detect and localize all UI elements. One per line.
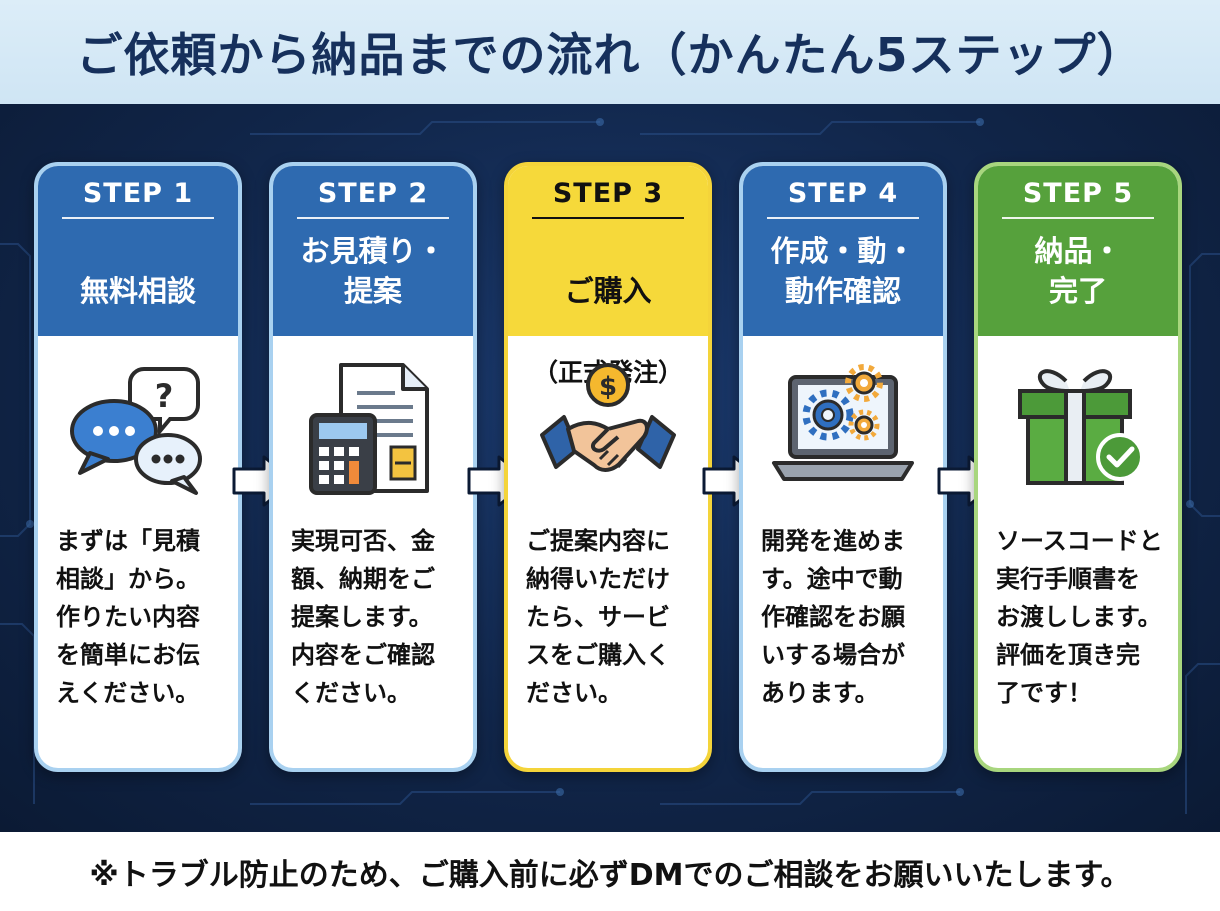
step-title: 納品・ 完了 (1034, 234, 1122, 308)
step-card-3: STEP 3 ご購入 （正式発注） $ ご提案内容に 納得いただけ たら、サービ… (504, 162, 712, 772)
calculator-document-icon (309, 363, 429, 495)
step-header: STEP 4 作成・動・ 動作確認 (743, 166, 943, 336)
step-icon-area: $ (508, 336, 708, 522)
circuit-background (0, 118, 1220, 814)
step-description: 開発を進めま す。途中で動 作確認をお願 いする場合が あります。 (761, 527, 905, 707)
step-label: STEP 2 (297, 178, 449, 219)
gift-box-check-icon (1018, 369, 1144, 485)
step-title: 作成・動・ 動作確認 (770, 234, 916, 308)
step-card-2: STEP 2 お見積り・ 提案 (269, 162, 477, 772)
step-header: STEP 2 お見積り・ 提案 (273, 166, 473, 336)
step-description: まずは「見積 相談」から。 作りたい内容 を簡単にお伝 えください。 (56, 527, 200, 707)
step-card-1: STEP 1 無料相談 （DM） ? まずは「見積 相談」か (34, 162, 242, 772)
title-bar: ご依頼から納品までの流れ（かんたん5ステップ） (0, 0, 1220, 104)
page-title: ご依頼から納品までの流れ（かんたん5ステップ） (76, 28, 1144, 82)
step-title-main: 無料相談 (79, 274, 196, 308)
svg-text:?: ? (155, 377, 174, 415)
step-description: ソースコードと 実行手順書を お渡しします。 評価を頂き完 了です！ (996, 527, 1163, 707)
step-description: ご提案内容に 納得いただけ たら、サービ スをご購入く ださい。 (526, 527, 670, 707)
step-label: STEP 1 (62, 178, 214, 219)
step-label: STEP 5 (1002, 178, 1154, 219)
step-icon-area (273, 336, 473, 522)
step-header: STEP 3 ご購入 （正式発注） (508, 166, 708, 387)
step-title-main: ご購入 (564, 274, 652, 308)
step-header: STEP 5 納品・ 完了 (978, 166, 1178, 336)
step-card-5: STEP 5 納品・ 完了 ソースコードと 実行手順書を お渡しします。 評価を… (974, 162, 1182, 772)
footer-text: ※トラブル防止のため、ご購入前に必ずDMでのご相談をお願いいたします。 (89, 857, 1131, 893)
step-label: STEP 3 (532, 178, 684, 219)
step-description: 実現可否、金 額、納期をご 提案します。 内容をご確認 ください。 (291, 527, 435, 707)
steps-panel: STEP 1 無料相談 （DM） ? まずは「見積 相談」か (0, 104, 1220, 832)
laptop-gears-icon (772, 364, 914, 481)
step-card-4: STEP 4 作成・動・ 動作確認 (739, 162, 947, 772)
step-icon-area (743, 336, 943, 522)
chat-bubbles-icon: ? (70, 367, 202, 495)
step-label: STEP 4 (767, 178, 919, 219)
svg-text:$: $ (599, 372, 617, 402)
footer-notice: ※トラブル防止のため、ご購入前に必ずDMでのご相談をお願いいたします。 (0, 832, 1220, 911)
step-title: お見積り・ 提案 (300, 234, 446, 308)
step-icon-area (978, 336, 1178, 522)
step-icon-area: ? (38, 336, 238, 522)
step-header: STEP 1 無料相談 （DM） (38, 166, 238, 387)
handshake-coin-icon: $ (540, 363, 676, 472)
